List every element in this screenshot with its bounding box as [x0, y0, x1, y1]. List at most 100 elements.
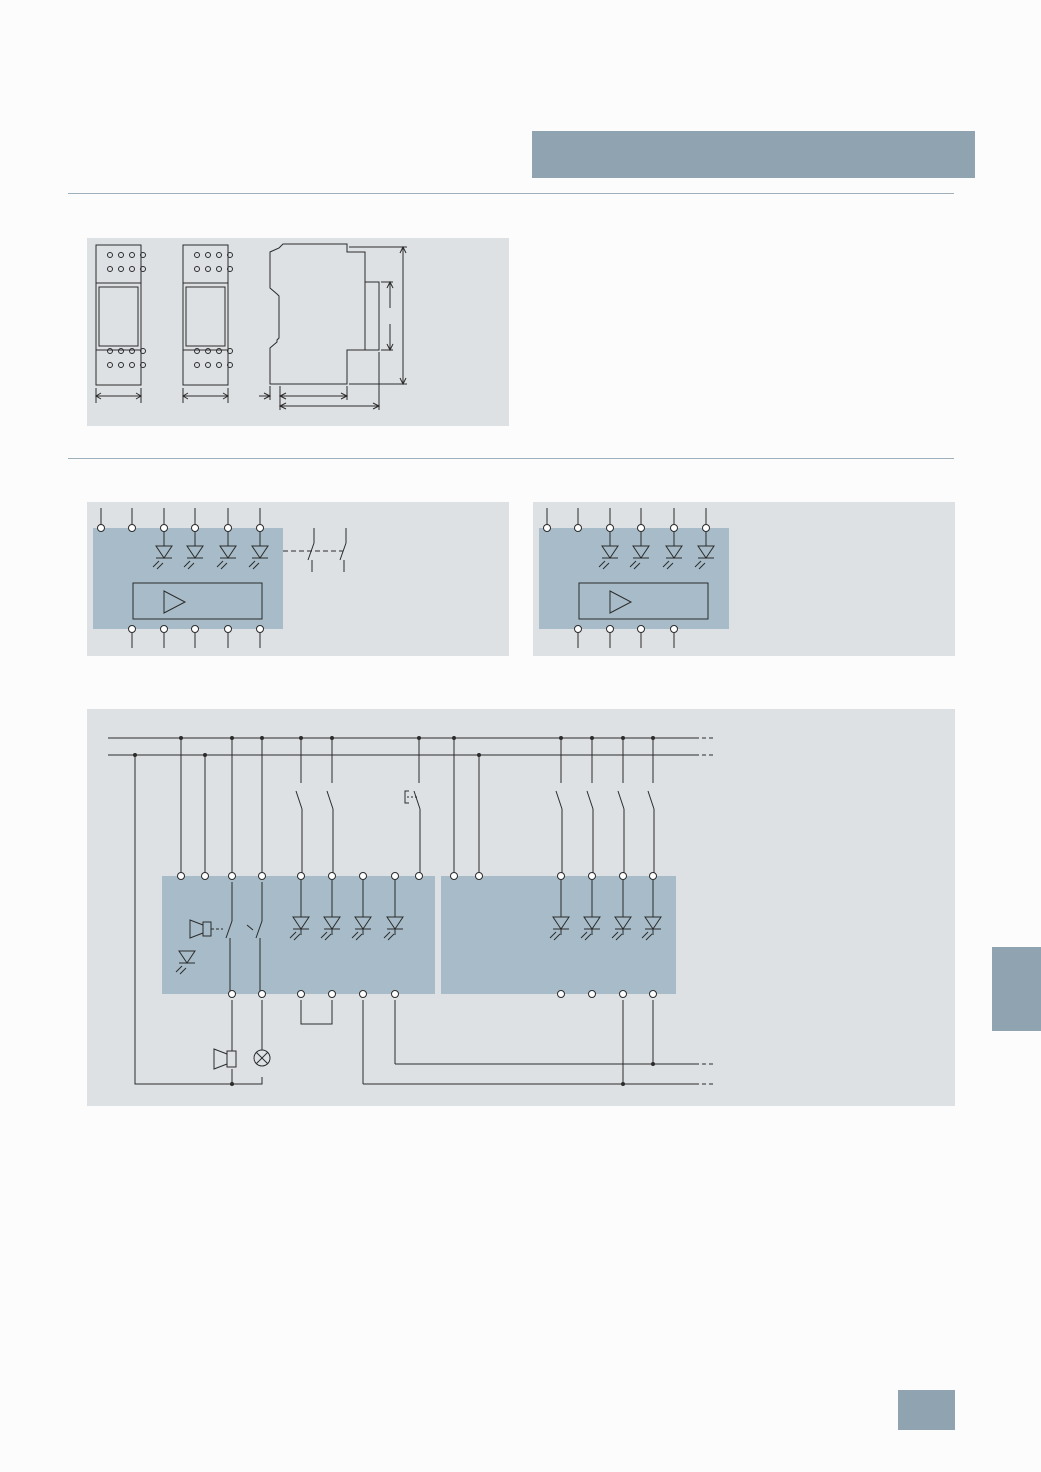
- terminal-circle-icon: [328, 872, 336, 880]
- led-diode-icon: [694, 545, 715, 570]
- dimension-drawing: [95, 243, 407, 410]
- terminal-circle-icon: [191, 524, 199, 532]
- terminal-circle-icon: [606, 625, 614, 633]
- terminal-hole: [205, 252, 211, 258]
- terminal-circle-icon: [391, 872, 399, 880]
- lamp-icon: [253, 1000, 271, 1067]
- led-diode-icon: [183, 545, 204, 570]
- terminal-hole: [140, 362, 146, 368]
- terminal-circle-icon: [256, 625, 264, 633]
- terminal-circle-icon: [649, 990, 657, 998]
- terminal-hole: [205, 348, 211, 354]
- amplifier-triangle-icon: [609, 590, 633, 614]
- terminal-circle-icon: [588, 872, 596, 880]
- terminal-circle-icon: [328, 990, 336, 998]
- terminal-circle-icon: [224, 625, 232, 633]
- terminal-hole: [140, 252, 146, 258]
- terminal-hole: [194, 252, 200, 258]
- section-rule-circuits: [68, 458, 954, 459]
- switch-contact-icon: [555, 738, 563, 873]
- terminal-circle-icon: [637, 524, 645, 532]
- terminal-hole: [216, 348, 222, 354]
- wiring-diagram-panel: [87, 709, 955, 1106]
- circuit-diagram-1-panel: [87, 502, 509, 656]
- terminal-circle-icon: [97, 524, 105, 532]
- terminal-circle-icon: [128, 625, 136, 633]
- terminal-hole: [118, 362, 124, 368]
- side-tab: [992, 947, 1041, 1031]
- horn-icon: [213, 1000, 237, 1070]
- terminal-circle-icon: [557, 990, 565, 998]
- amplifier-box: [578, 582, 709, 620]
- circuit-diagram-2: [539, 508, 729, 648]
- terminal-circle-icon: [258, 872, 266, 880]
- circuit-diagram-1: [93, 508, 347, 648]
- terminal-circle-icon: [297, 990, 305, 998]
- terminal-hole: [129, 362, 135, 368]
- terminal-hole: [194, 362, 200, 368]
- terminal-circle-icon: [619, 872, 627, 880]
- led-diode-icon: [152, 545, 173, 570]
- terminal-circle-icon: [637, 625, 645, 633]
- terminal-circle-icon: [228, 872, 236, 880]
- terminal-circle-icon: [543, 524, 551, 532]
- terminal-circle-icon: [201, 872, 209, 880]
- terminal-hole: [227, 266, 233, 272]
- terminal-hole: [118, 252, 124, 258]
- switch-contact-icon: [326, 738, 334, 873]
- led-diode-icon: [216, 545, 237, 570]
- terminal-hole: [107, 348, 113, 354]
- terminal-circle-icon: [702, 524, 710, 532]
- terminal-circle-icon: [619, 990, 627, 998]
- terminal-hole: [107, 362, 113, 368]
- terminal-circle-icon: [450, 872, 458, 880]
- terminal-circle-icon: [475, 872, 483, 880]
- terminal-hole: [194, 266, 200, 272]
- page-number-box: [898, 1390, 955, 1430]
- return-loop: [133, 753, 655, 1086]
- terminal-hole: [227, 362, 233, 368]
- terminal-circle-icon: [297, 872, 305, 880]
- terminal-circle-icon: [670, 625, 678, 633]
- terminal-hole: [216, 252, 222, 258]
- terminal-circle-icon: [258, 990, 266, 998]
- led-diode-icon: [320, 916, 341, 941]
- terminal-hole: [194, 348, 200, 354]
- terminal-circle-icon: [177, 872, 185, 880]
- switch-contact-icon: [295, 738, 303, 873]
- terminal-hole: [107, 252, 113, 258]
- led-diode-icon: [629, 545, 650, 570]
- terminal-circle-icon: [391, 990, 399, 998]
- terminal-circle-icon: [224, 524, 232, 532]
- module-block: [539, 528, 729, 629]
- terminal-circle-icon: [359, 872, 367, 880]
- amplifier-box: [132, 582, 263, 620]
- terminal-hole: [205, 362, 211, 368]
- led-diode-icon: [248, 545, 269, 570]
- side-view: [259, 243, 407, 410]
- terminal-hole: [129, 348, 135, 354]
- width-dimension-lines: [95, 388, 229, 403]
- terminal-hole: [118, 348, 124, 354]
- terminal-hole: [216, 362, 222, 368]
- terminal-circle-icon: [670, 524, 678, 532]
- terminal-circle-icon: [359, 990, 367, 998]
- module-block: [93, 528, 283, 629]
- terminal-hole: [107, 266, 113, 272]
- terminal-hole: [227, 348, 233, 354]
- terminal-circle-icon: [606, 524, 614, 532]
- terminal-hole: [140, 348, 146, 354]
- switch-contact-icon: [617, 738, 625, 873]
- terminal-circle-icon: [649, 872, 657, 880]
- wiring-diagram: [108, 736, 715, 1086]
- switch-contact-icon: [586, 738, 594, 873]
- terminal-circle-icon: [228, 990, 236, 998]
- terminal-hole: [140, 266, 146, 272]
- switch-contact-icon: [647, 738, 655, 873]
- terminal-circle-icon: [574, 524, 582, 532]
- terminal-circle-icon: [574, 625, 582, 633]
- led-diode-icon: [549, 916, 570, 941]
- amplifier-triangle-icon: [163, 590, 187, 614]
- terminal-hole: [129, 266, 135, 272]
- led-diode-icon: [598, 545, 619, 570]
